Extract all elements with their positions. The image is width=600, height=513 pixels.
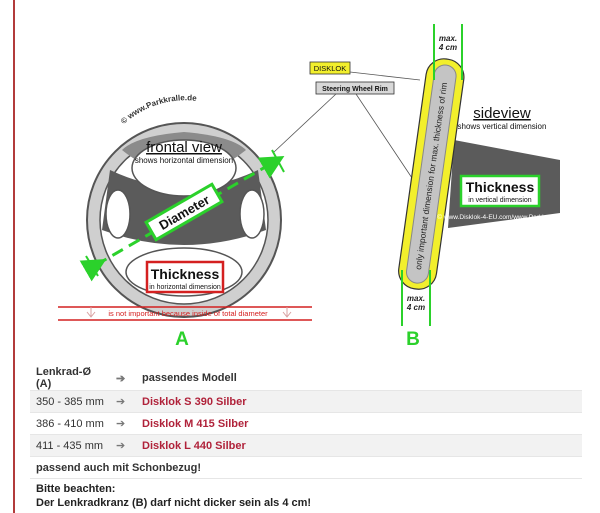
rim-pointer-left — [273, 93, 337, 153]
watermark-front: © www.Parkkralle.de — [119, 93, 198, 126]
frontal-view-title: frontal view — [146, 139, 222, 156]
table-row: 350 - 385 mm ➔ Disklok S 390 Silber — [30, 390, 582, 413]
model-link[interactable]: Disklok L 440 Silber — [136, 434, 582, 457]
page-left-border — [13, 0, 15, 513]
arrow-right-icon: ➔ — [110, 434, 136, 457]
size-table-header: Lenkrad-Ø (A) ➔ passendes Modell — [30, 366, 582, 391]
steering-wheel-diagram: © www.Parkkralle.de frontal view shows h… — [58, 24, 567, 350]
arrow-right-icon: ➔ — [116, 372, 126, 385]
thickness-front-box — [145, 260, 225, 294]
thickness-side-title: Thickness — [466, 179, 535, 195]
rim-pointer-right — [355, 93, 421, 191]
table-footnote: passend auch mit Schonbezug! — [36, 461, 202, 474]
thickness-front-subtitle: in horizontal dimension — [149, 284, 221, 291]
thickness-side-box — [459, 174, 541, 208]
max-cm-bottom-line2: 4 cm — [406, 303, 425, 312]
header-model: passendes Modell — [142, 372, 237, 384]
svg-text:Steering Wheel Rim: Steering Wheel Rim — [322, 86, 388, 93]
label-b: B — [406, 329, 420, 350]
table-row: 386 - 410 mm ➔ Disklok M 415 Silber — [30, 413, 582, 435]
notice-text: Der Lenkradkranz (B) darf nicht dicker s… — [36, 497, 312, 509]
rim-tag — [315, 81, 395, 95]
thickness-side-subtitle: in vertical dimension — [468, 197, 532, 204]
arrow-right-icon: ➔ — [116, 418, 126, 430]
size-table: Lenkrad-Ø (A) ➔ passendes Modell 350 - 3… — [30, 366, 582, 479]
sideview-title: sideview — [473, 105, 531, 122]
model-link[interactable]: Disklok M 415 Silber — [142, 417, 249, 430]
arrow-right-icon: ➔ — [110, 390, 136, 413]
arrow-down-left-icon — [86, 307, 96, 318]
max-cm-top-line2: 4 cm — [438, 43, 457, 52]
model-link[interactable]: Disklok S 390 Silber — [136, 390, 582, 413]
disklok-pointer — [349, 71, 421, 81]
notice-heading: Bitte beachten: — [36, 483, 116, 495]
label-a: A — [175, 329, 189, 350]
arrow-down-right-icon — [282, 307, 292, 318]
max-cm-top-line1: max. — [439, 34, 457, 43]
notice-block: Bitte beachten: Der Lenkradkranz (B) dar… — [36, 482, 311, 510]
thickness-front-title: Thickness — [151, 266, 220, 282]
not-important-note: is not important because inside of total… — [108, 309, 268, 318]
diameter-tick-right — [271, 149, 285, 173]
watermark-side: © www.Disklok-4-EU.com/www.Parkkralle.de — [437, 213, 567, 221]
sideview-subtitle: shows vertical dimension — [458, 122, 547, 131]
header-diameter: Lenkrad-Ø (A) — [36, 366, 92, 390]
max-cm-bottom-line1: max. — [407, 294, 425, 303]
svg-text:DISKLOK: DISKLOK — [314, 64, 347, 73]
table-footnote-row: passend auch mit Schonbezug! — [30, 457, 582, 479]
disklok-tag — [309, 61, 351, 75]
frontal-view-subtitle: shows horizontal dimension — [135, 156, 233, 165]
table-row: 411 - 435 mm ➔ Disklok L 440 Silber — [30, 434, 582, 457]
diameter-tick-left — [85, 255, 99, 277]
